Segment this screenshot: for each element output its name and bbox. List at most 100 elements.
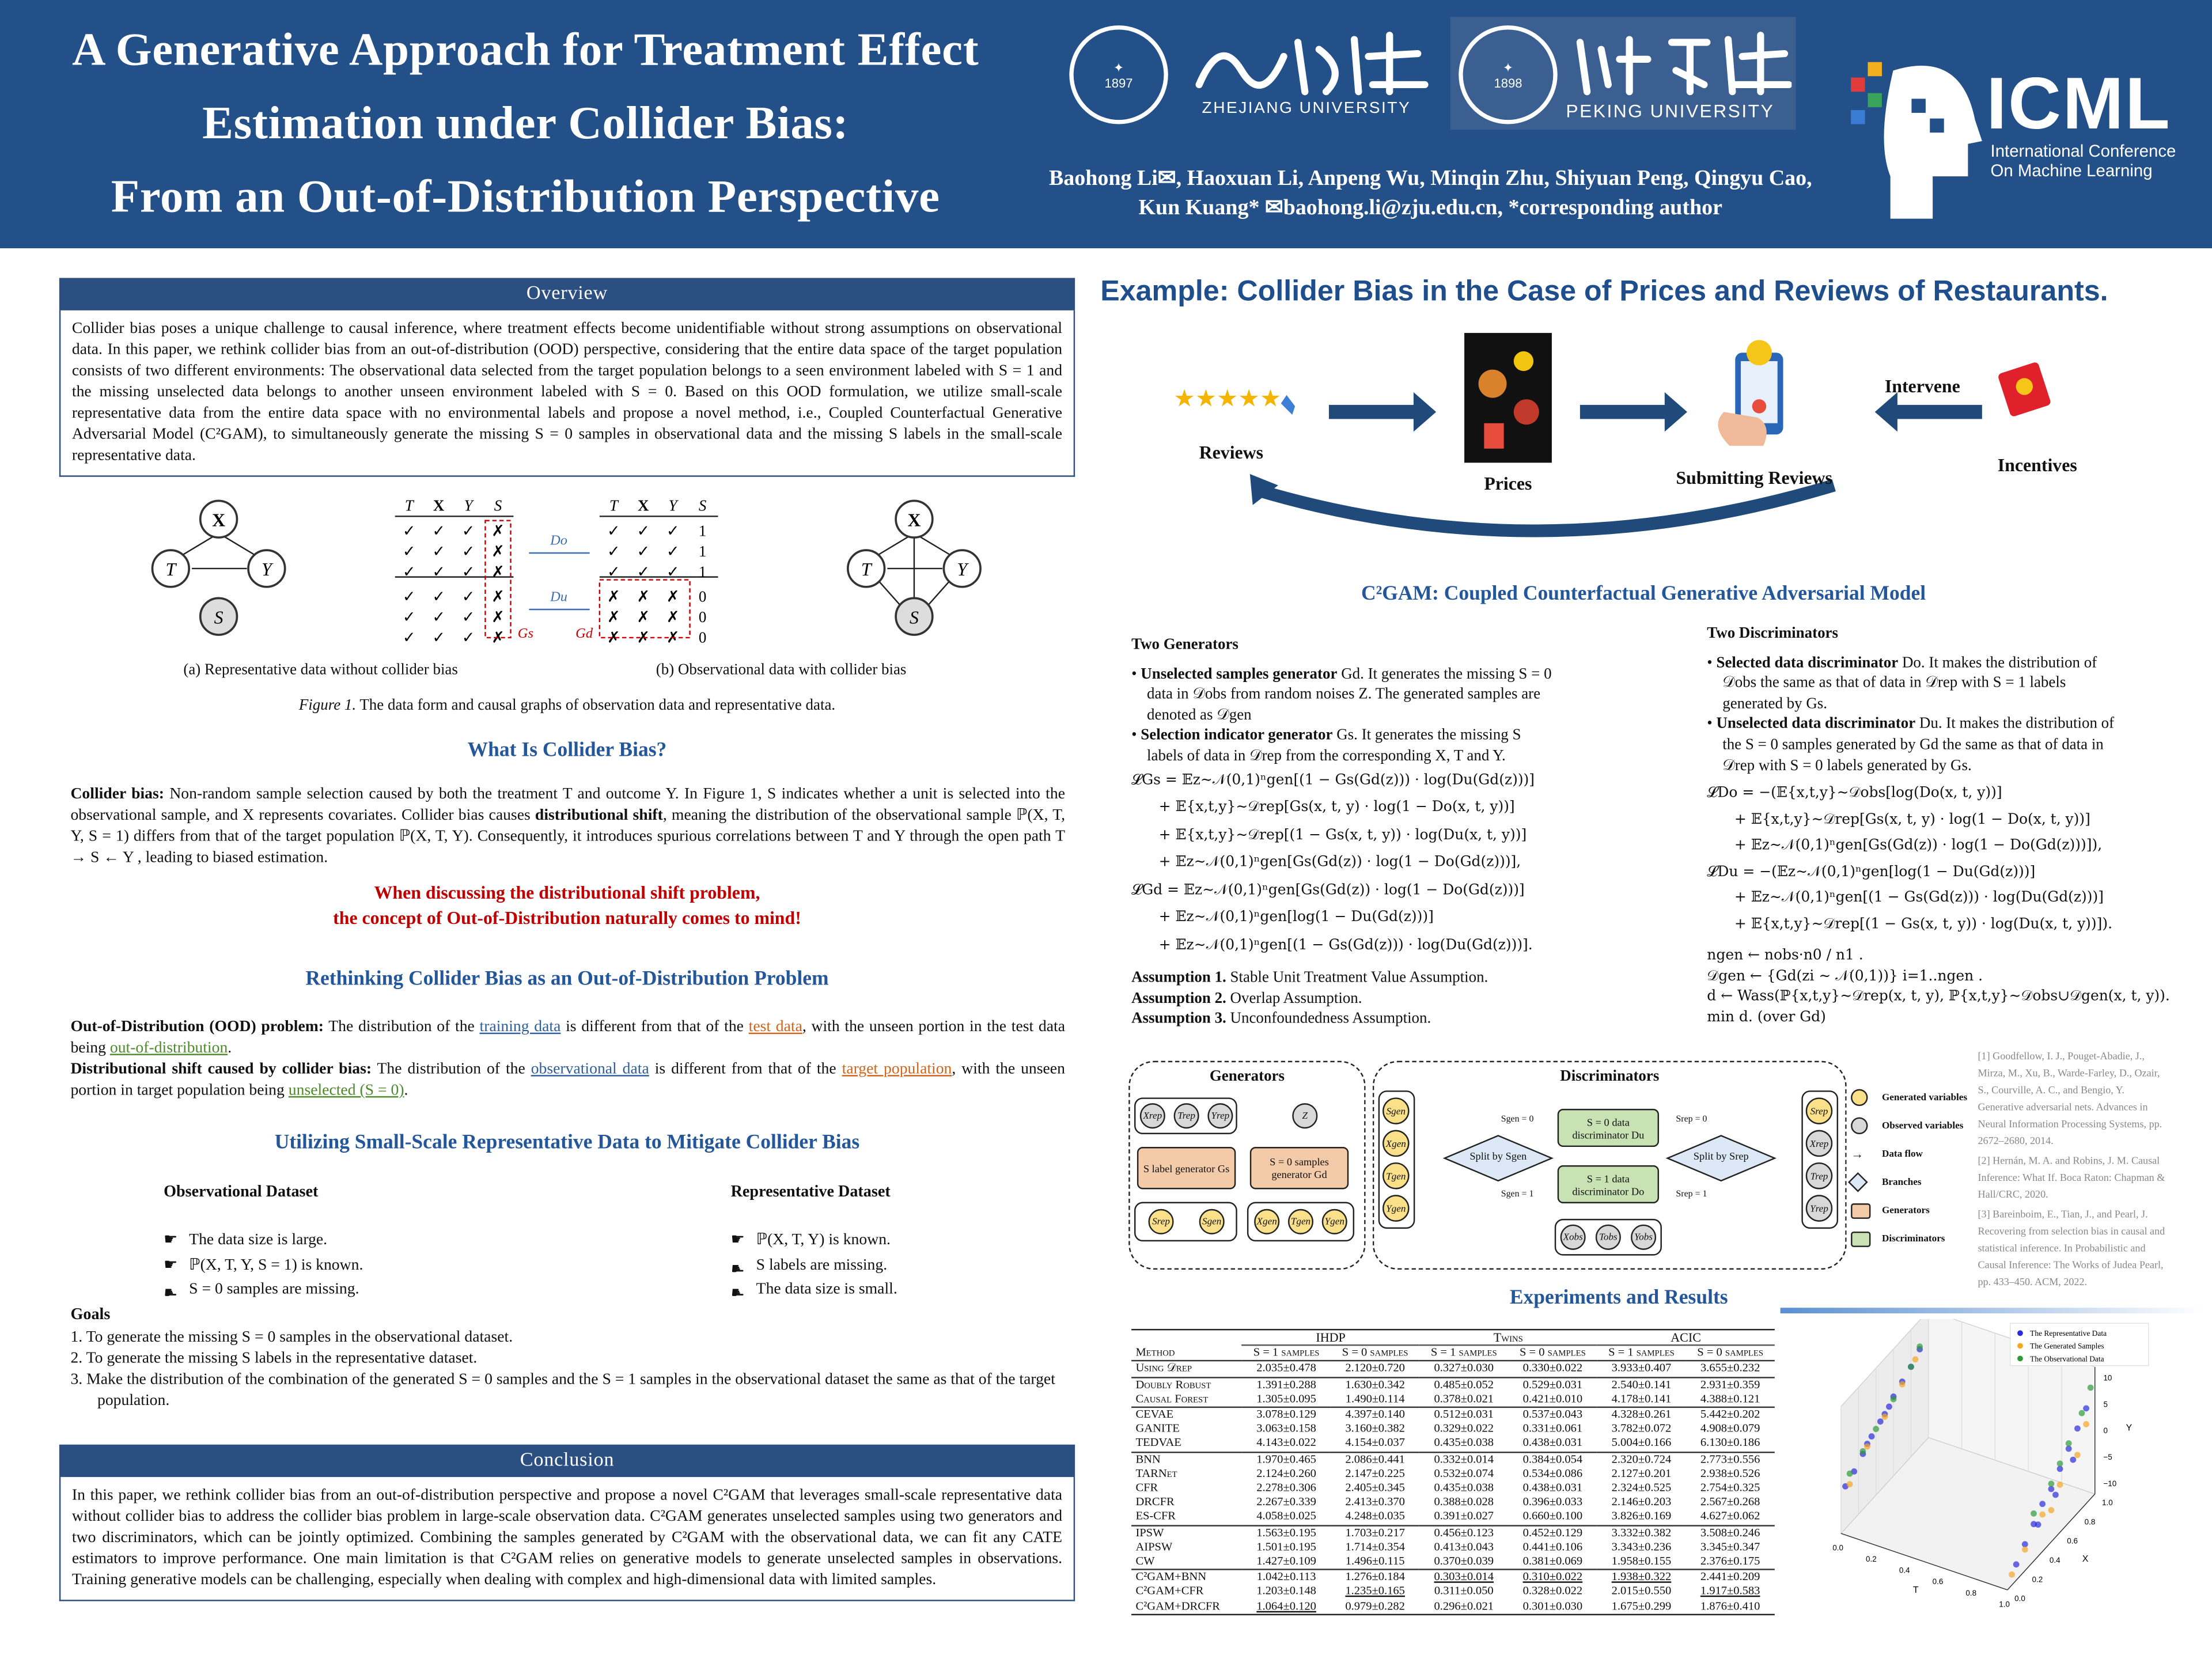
divider bbox=[1780, 1308, 2204, 1314]
dataset-item: ☛The data size is small. bbox=[731, 1278, 897, 1303]
metric-cell: 1.703±0.217 bbox=[1331, 1524, 1420, 1540]
yobs-node: Yobs bbox=[1631, 1224, 1657, 1250]
table-cell: ✗ bbox=[491, 608, 505, 626]
lead: Out-of-Distribution (OOD) problem: bbox=[70, 1018, 324, 1036]
title-line-3: From an Out-of-Distribution Perspective bbox=[111, 172, 940, 223]
scatter-point-2 bbox=[2078, 1410, 2085, 1416]
x-tick-label: 0.6 bbox=[2067, 1537, 2078, 1546]
scatter-point-2 bbox=[2048, 1480, 2055, 1487]
scatter-point-1 bbox=[1912, 1356, 1919, 1363]
dataset-header: IHDP bbox=[1242, 1330, 1420, 1346]
metric-cell: 2.540±0.141 bbox=[1597, 1376, 1686, 1392]
metric-cell: 3.063±0.158 bbox=[1256, 1422, 1316, 1435]
scatter-point-2 bbox=[1908, 1363, 1914, 1370]
table-cell: ✓ bbox=[666, 563, 680, 581]
equation-line: + 𝔼z∼𝒩(0,1)ⁿgen[(1 − Gs(Gd(z))) · log(Du… bbox=[1707, 890, 2104, 906]
metric-cell: 3.826±0.169 bbox=[1611, 1510, 1672, 1523]
text: . bbox=[228, 1039, 232, 1057]
scatter-3d-chart: 0.00.20.40.60.81.00.00.20.40.60.81.0−10−… bbox=[1832, 1319, 2149, 1608]
method-name: CFR bbox=[1135, 1481, 1158, 1494]
metric-cell: 0.529±0.031 bbox=[1508, 1376, 1597, 1392]
scatter-point-0 bbox=[2070, 1456, 2077, 1463]
what-paragraph: Collider bias: Non-random sample selecti… bbox=[70, 785, 1065, 869]
author-list: Baohong Li✉, Haoxuan Li, Anpeng Wu, Minq… bbox=[987, 164, 1873, 223]
table-cell: ✓ bbox=[462, 543, 475, 560]
t-axis-label: T bbox=[1913, 1585, 1919, 1595]
metric-cell: 1.490±0.114 bbox=[1345, 1392, 1405, 1405]
conclusion-box: Conclusion In this paper, we rethink col… bbox=[59, 1444, 1075, 1601]
metric-cell: 0.384±0.054 bbox=[1508, 1451, 1597, 1467]
metric-cell: 1.938±0.322 bbox=[1597, 1569, 1686, 1585]
table-header: Y bbox=[669, 497, 679, 514]
metric-cell: 4.627±0.062 bbox=[1700, 1510, 1760, 1523]
metric-cell: 2.441±0.209 bbox=[1685, 1569, 1775, 1585]
table-cell: ✗ bbox=[491, 543, 505, 560]
scatter-point-2 bbox=[1846, 1470, 1853, 1477]
scatter-point-1 bbox=[1899, 1381, 1906, 1388]
label-submitting-reviews: Submitting Reviews bbox=[1676, 467, 1832, 488]
table-cell: ✓ bbox=[403, 522, 416, 540]
example-illustration: ★★★★★ bbox=[1174, 332, 2051, 537]
pku-name: PEKING UNIVERSITY bbox=[1566, 100, 1775, 122]
metric-cell: 1.917±0.583 bbox=[1700, 1585, 1760, 1598]
table-cell: 1 bbox=[699, 522, 706, 540]
metric-cell: 4.397±0.140 bbox=[1331, 1406, 1420, 1423]
table-cell: ✓ bbox=[403, 608, 416, 626]
metric-cell: 0.331±0.061 bbox=[1522, 1422, 1583, 1435]
table-header: X bbox=[638, 497, 649, 514]
metric-cell: 1.064±0.120 bbox=[1256, 1599, 1316, 1612]
metric-cell: 0.378±0.021 bbox=[1434, 1392, 1494, 1405]
bold-term: Selection indicator generator bbox=[1141, 727, 1333, 744]
test-data-term: test data bbox=[748, 1018, 802, 1036]
table-cell: ✓ bbox=[432, 543, 445, 560]
algorithm-steps: ngen ← nobs·n0 / n1 .𝒟gen ← {Gd(zi ∼ 𝒩(0… bbox=[1707, 947, 2170, 1029]
icml-subtitle-1: International Conference bbox=[1990, 141, 2176, 161]
table-cell: ✓ bbox=[403, 588, 416, 605]
scatter-point-2 bbox=[1873, 1426, 1880, 1433]
xrep-node: Xrep bbox=[1139, 1103, 1165, 1129]
figure-label: Figure 1. bbox=[298, 696, 357, 714]
metric-cell: 0.435±0.038 bbox=[1434, 1481, 1494, 1494]
assumption-label: Assumption 3. bbox=[1131, 1010, 1226, 1028]
metric-cell: 0.332±0.014 bbox=[1419, 1451, 1509, 1467]
text: The distribution of the bbox=[324, 1018, 480, 1036]
section-title-what: What Is Collider Bias? bbox=[467, 739, 667, 762]
arrow-icon: → bbox=[1851, 1147, 1864, 1161]
metric-cell: 0.328±0.022 bbox=[1522, 1585, 1583, 1598]
legend-label: The Generated Samples bbox=[2030, 1342, 2104, 1350]
srep-node: Srep bbox=[1148, 1209, 1174, 1234]
node-y: Y bbox=[262, 559, 274, 579]
dataset-item-text: ℙ(X, T, Y) is known. bbox=[756, 1231, 891, 1249]
metric-cell: 0.435±0.038 bbox=[1434, 1437, 1494, 1450]
feedback-arrow bbox=[1253, 479, 1836, 537]
table-cell: ✗ bbox=[607, 608, 620, 626]
discriminators-panel: Discriminators bbox=[1372, 1060, 1847, 1270]
metric-cell: 1.276±0.184 bbox=[1331, 1569, 1420, 1585]
metric-cell: 1.714±0.354 bbox=[1345, 1540, 1405, 1553]
x-tick-label: 1.0 bbox=[2102, 1498, 2113, 1507]
figure-1-caption: Figure 1. The data form and causal graph… bbox=[59, 697, 1075, 714]
generator-bullet: • Unselected samples generator Gd. It ge… bbox=[1131, 665, 1552, 724]
metric-cell: 1.876±0.410 bbox=[1700, 1599, 1760, 1612]
metric-cell: 2.931±0.359 bbox=[1685, 1376, 1775, 1392]
x-tick-label: 0.8 bbox=[2085, 1517, 2096, 1526]
srep1-label: Srep = 1 bbox=[1676, 1189, 1707, 1199]
reference-item: [3] Bareinboim, E., Tian, J., and Pearl,… bbox=[1978, 1207, 2165, 1288]
algorithm-line: 𝒟gen ← {Gd(zi ∼ 𝒩(0,1))} i=1..ngen . bbox=[1707, 968, 1983, 984]
discriminators-title: Two Discriminators bbox=[1707, 624, 1839, 642]
gd-outputs-group bbox=[1247, 1202, 1355, 1242]
goal-item: 1. To generate the missing S = 0 samples… bbox=[70, 1328, 513, 1346]
method-name: DRCFR bbox=[1135, 1495, 1175, 1509]
metric-cell: 2.567±0.268 bbox=[1700, 1495, 1760, 1509]
scatter-point-0 bbox=[1877, 1418, 1884, 1425]
equation-line: + 𝔼{x,t,y}∼𝒟rep[Gs(x, t, y) · log(1 − Do… bbox=[1131, 800, 1515, 816]
assumption: Assumption 3. Unconfoundedness Assumptio… bbox=[1131, 1009, 1555, 1030]
metric-cell: 0.396±0.033 bbox=[1522, 1495, 1583, 1509]
x-axis-label: X bbox=[2082, 1554, 2089, 1564]
table-header: S bbox=[699, 497, 707, 514]
highlight-line-2: the concept of Out-of-Distribution natur… bbox=[333, 907, 801, 929]
